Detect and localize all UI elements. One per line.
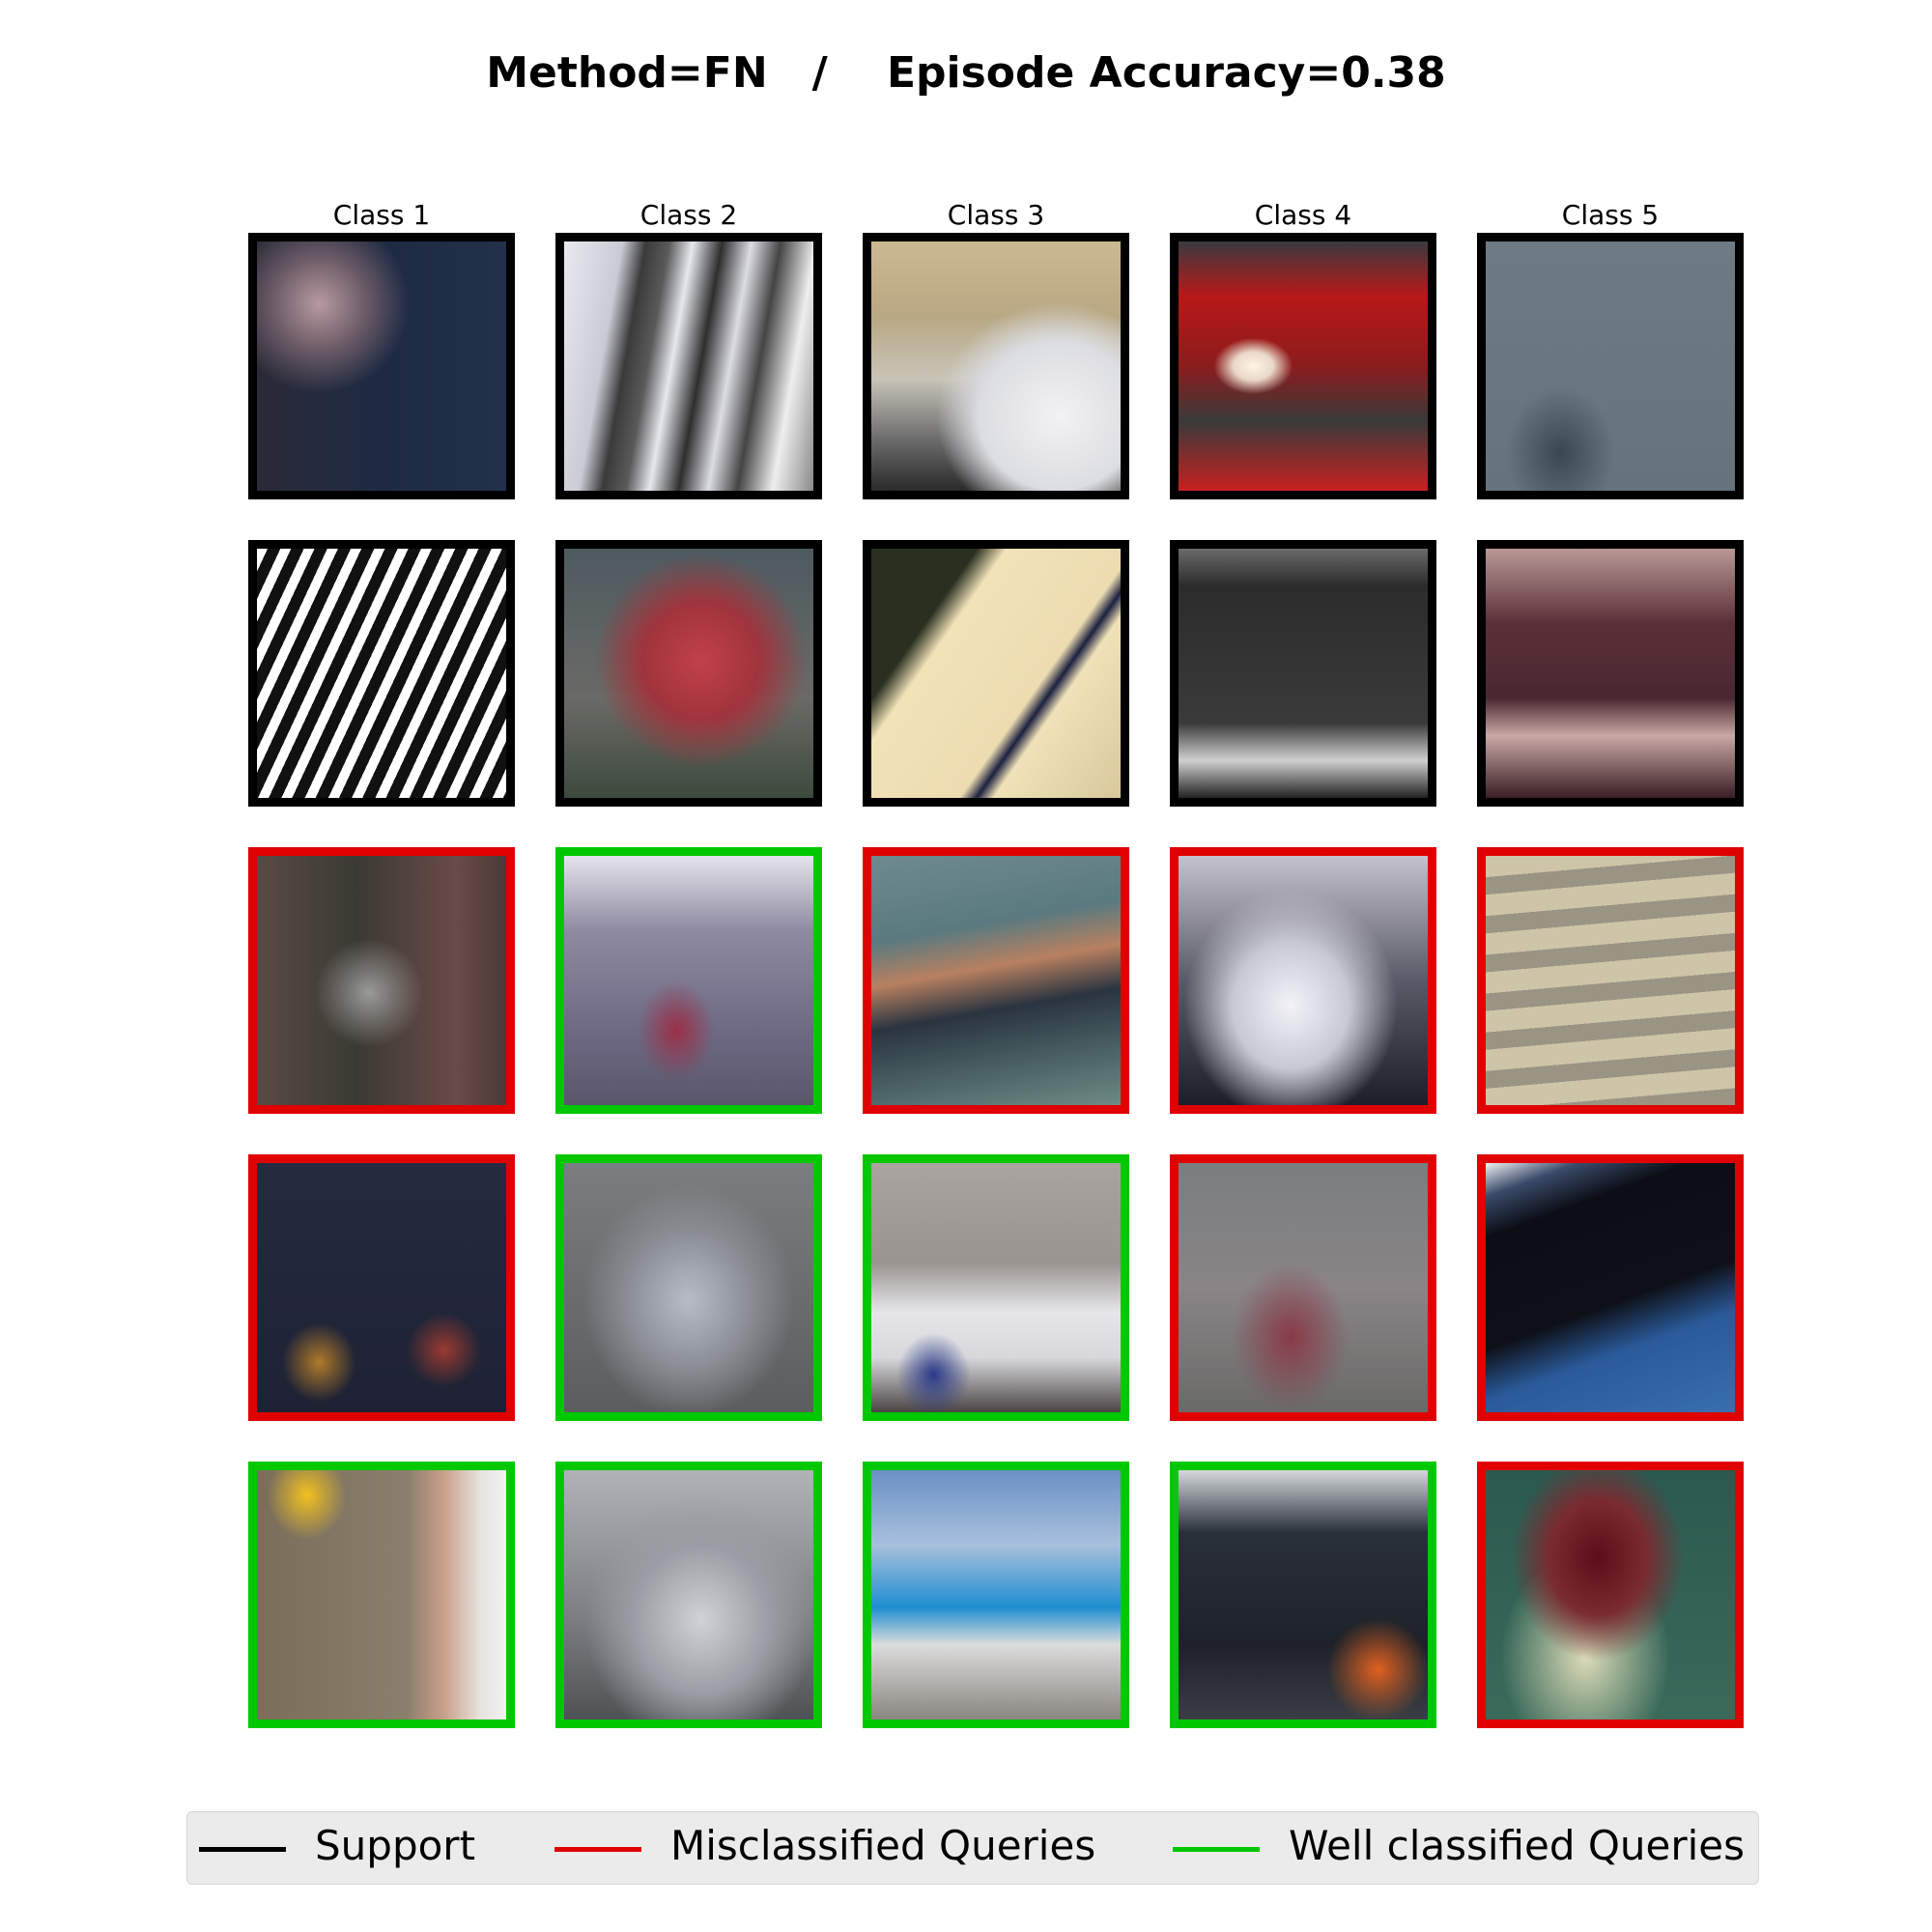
image-tile <box>1170 540 1436 807</box>
image-tile <box>248 1462 515 1728</box>
image-tile <box>555 540 822 807</box>
image-tile <box>1170 233 1436 499</box>
image-tile <box>248 1154 515 1421</box>
image-tile <box>248 847 515 1114</box>
column-label-class-3: Class 3 <box>947 199 1045 231</box>
image-tile <box>555 1462 822 1728</box>
image-tile <box>1477 1154 1744 1421</box>
image-tile <box>863 540 1129 807</box>
image-tile <box>863 1154 1129 1421</box>
image-tile <box>1477 233 1744 499</box>
legend-swatch-support <box>199 1847 286 1852</box>
column-label-class-5: Class 5 <box>1561 199 1660 231</box>
legend: Support Misclassified Queries Well class… <box>186 1811 1759 1885</box>
image-tile <box>248 540 515 807</box>
image-tile <box>1477 1462 1744 1728</box>
figure-title: Method=FN / Episode Accuracy=0.38 <box>486 48 1446 98</box>
image-tile <box>1170 847 1436 1114</box>
legend-swatch-well-classified <box>1173 1847 1260 1852</box>
column-label-class-4: Class 4 <box>1254 199 1352 231</box>
image-tile <box>863 847 1129 1114</box>
legend-swatch-misclassified <box>554 1847 641 1852</box>
image-tile <box>248 233 515 499</box>
image-tile <box>1477 847 1744 1114</box>
image-tile <box>863 233 1129 499</box>
legend-label-well-classified: Well classified Queries <box>1289 1822 1746 1869</box>
legend-label-support: Support <box>315 1822 476 1869</box>
column-label-class-1: Class 1 <box>332 199 431 231</box>
image-tile <box>1170 1462 1436 1728</box>
image-tile <box>863 1462 1129 1728</box>
column-label-class-2: Class 2 <box>639 199 738 231</box>
image-tile <box>555 847 822 1114</box>
legend-label-misclassified: Misclassified Queries <box>670 1822 1096 1869</box>
image-tile <box>555 233 822 499</box>
image-tile <box>555 1154 822 1421</box>
image-tile <box>1477 540 1744 807</box>
image-tile <box>1170 1154 1436 1421</box>
